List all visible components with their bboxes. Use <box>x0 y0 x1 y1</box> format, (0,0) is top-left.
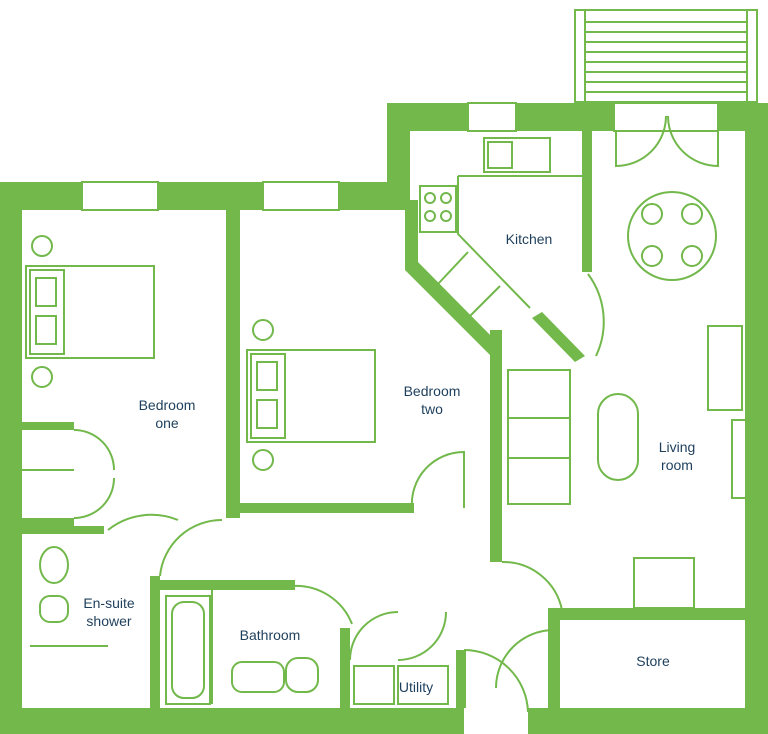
bath <box>165 595 211 705</box>
utility-label: Utility <box>398 679 434 695</box>
dining-table <box>627 191 717 281</box>
living-room-line2: room <box>661 457 693 473</box>
door-bedroom-one <box>107 513 179 531</box>
bedroom-one-line2: one <box>155 415 179 431</box>
room-label-store: Store <box>628 652 678 670</box>
door-living <box>501 560 563 611</box>
wall-wardrobe-2 <box>22 518 74 526</box>
wall-ensuite-top <box>22 526 104 534</box>
wall-kitchen-angle <box>405 200 500 355</box>
balcony <box>574 9 758 103</box>
coffee-table <box>597 393 639 481</box>
wall-kitchen-right <box>582 131 592 272</box>
store-label: Store <box>636 653 670 669</box>
wall-bedroom-two-bottom <box>232 503 414 513</box>
window-bedroom-one <box>81 181 159 211</box>
wall-hall-ensuite <box>150 576 160 708</box>
ensuite-line2: shower <box>86 613 132 629</box>
wall-store-top <box>550 608 745 620</box>
outer-wall-top-left <box>0 182 410 210</box>
room-label-utility: Utility <box>396 678 436 696</box>
room-label-ensuite: En-suite shower <box>76 594 142 630</box>
bedroom-one-line1: Bedroom <box>138 397 196 413</box>
window-kitchen <box>467 102 517 132</box>
bed-one <box>25 265 155 359</box>
wall-wardrobe <box>22 422 74 430</box>
fixtures <box>22 115 747 713</box>
living-room-line1: Living <box>658 439 696 455</box>
bed-two <box>246 349 376 443</box>
bathroom-label: Bathroom <box>239 627 301 643</box>
door-kitchen <box>587 273 605 357</box>
walls <box>0 103 768 734</box>
ensuite-line1: En-suite <box>83 595 135 611</box>
wall-utility-left <box>340 628 350 708</box>
wall-store-left <box>548 608 560 708</box>
room-label-bedroom-two: Bedroom two <box>392 382 472 418</box>
outer-wall-bottom-right <box>528 708 768 734</box>
wall-utility-right <box>456 650 466 708</box>
door-store <box>495 629 555 689</box>
bedroom-two-line2: two <box>421 401 443 417</box>
kitchen-label: Kitchen <box>505 231 553 247</box>
window-bedroom-two <box>262 181 340 211</box>
sofa <box>507 369 571 505</box>
bedroom-two-line1: Bedroom <box>403 383 461 399</box>
door-bedroom-two <box>410 450 465 509</box>
door-entrance <box>463 649 529 713</box>
door-utility <box>349 611 447 661</box>
wall-kitchen-end <box>532 312 585 362</box>
wall-bathroom-top <box>150 580 295 590</box>
outer-wall-left <box>0 182 22 734</box>
wall-living-left <box>490 330 502 562</box>
balcony-doors <box>615 115 719 168</box>
door-bathroom <box>291 584 353 625</box>
wall-bedroom-divider <box>226 200 240 518</box>
room-label-bedroom-one: Bedroom one <box>128 396 206 432</box>
armchair <box>633 557 695 609</box>
room-label-kitchen: Kitchen <box>496 230 562 248</box>
room-label-bathroom: Bathroom <box>230 626 310 644</box>
outer-wall-bottom-left <box>22 708 464 734</box>
room-label-living-room: Living room <box>648 438 706 474</box>
outer-wall-right <box>745 103 768 734</box>
door-ensuite <box>159 518 223 577</box>
